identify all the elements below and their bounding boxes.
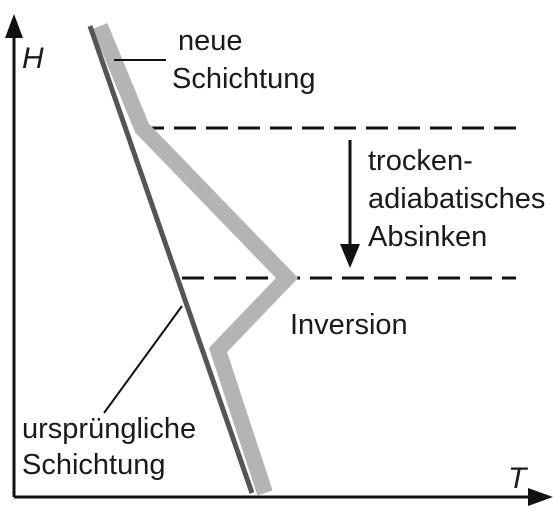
original-layering-leader [103, 305, 183, 414]
new-layering-curve [92, 22, 299, 496]
y-axis-arrow-icon [5, 14, 23, 38]
x-axis-label: T [508, 462, 529, 495]
original-layering-label-line2: Schichtung [22, 449, 166, 481]
original-layering-label-line1: ursprüngliche [22, 413, 196, 445]
x-axis-arrow-icon [528, 488, 553, 506]
inversion-label: Inversion [290, 309, 408, 341]
y-axis-label: H [22, 42, 44, 75]
descent-label-line2: adiabatisches [368, 183, 545, 215]
original-layering-curve [87, 25, 255, 494]
new-layering-label-line2: Schichtung [172, 63, 316, 95]
descent-label-line3: Absinken [368, 221, 487, 253]
descent-arrow-icon [340, 244, 360, 268]
descent-label-line1: trocken- [368, 145, 473, 177]
new-layering-label-line1: neue [178, 25, 243, 57]
